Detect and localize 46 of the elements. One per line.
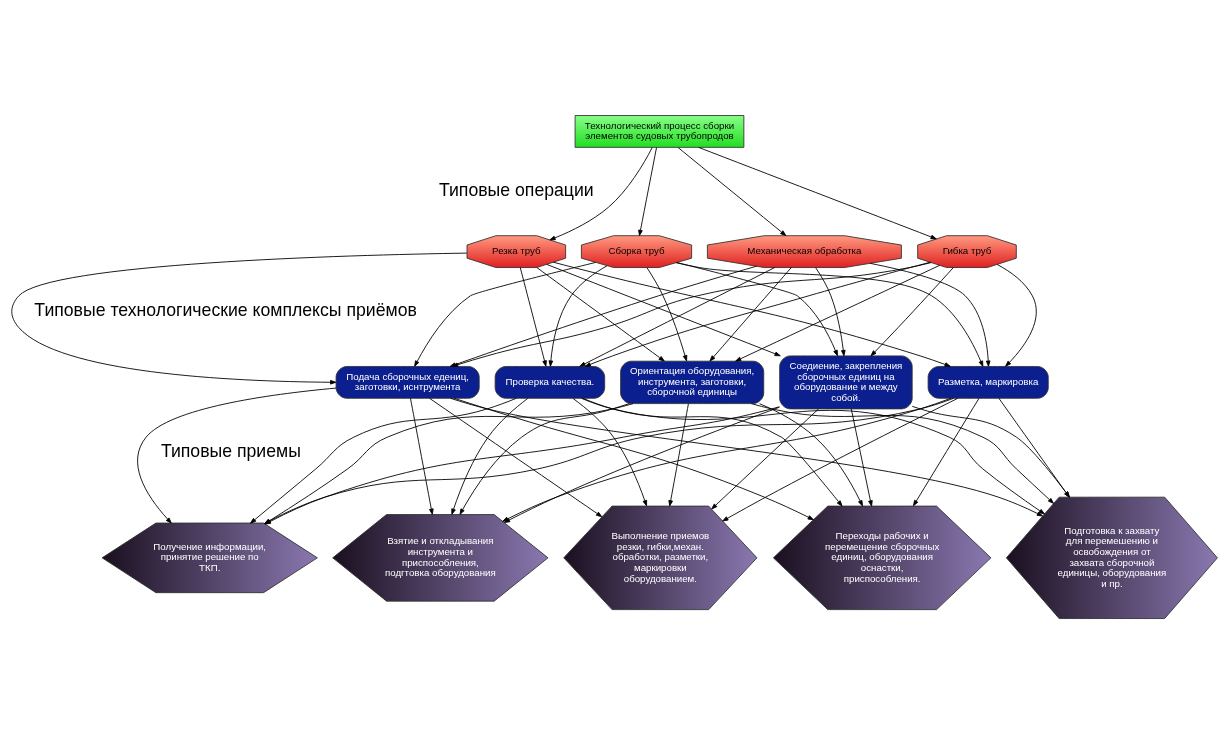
arrow bbox=[722, 397, 959, 521]
arrow bbox=[677, 146, 787, 236]
arrow bbox=[668, 402, 689, 506]
arrow bbox=[698, 146, 937, 239]
arrow bbox=[870, 266, 954, 356]
arrow bbox=[638, 146, 657, 236]
label: Типовые технологические комплексы приёмов bbox=[34, 299, 417, 320]
arrow bbox=[675, 261, 984, 367]
label: Типовые приемы bbox=[160, 441, 301, 461]
arrow bbox=[450, 397, 1043, 516]
arrow bbox=[709, 266, 792, 361]
arrow bbox=[519, 266, 547, 367]
arrow bbox=[548, 264, 608, 367]
arrow bbox=[11, 252, 468, 385]
arrow bbox=[676, 261, 838, 356]
arrow bbox=[998, 397, 1070, 498]
arrow bbox=[546, 263, 781, 356]
arrow bbox=[750, 402, 1054, 504]
arrow bbox=[911, 405, 1070, 497]
node-box: Разметка, маркировка bbox=[927, 365, 1049, 399]
arrow bbox=[581, 397, 1045, 514]
arrow bbox=[913, 397, 980, 506]
arrow bbox=[410, 397, 434, 515]
arrow bbox=[759, 402, 863, 506]
arrow bbox=[137, 387, 337, 524]
arrow bbox=[429, 397, 603, 517]
arrow bbox=[536, 266, 665, 361]
arrow bbox=[582, 397, 843, 506]
arrow bbox=[646, 266, 688, 361]
arrow bbox=[815, 266, 846, 356]
node-box: Подача сборочных едениц, заготовки, иснтрумента bbox=[335, 365, 480, 399]
node-box: Технологический процесс сборки элементов судовых трубопродов bbox=[574, 114, 745, 148]
node-box: Проверка качества. bbox=[494, 365, 606, 399]
arrow bbox=[579, 266, 776, 367]
arrow bbox=[549, 146, 653, 240]
arrow bbox=[572, 397, 648, 506]
arrow bbox=[451, 397, 529, 515]
arrow bbox=[850, 407, 873, 507]
arrow bbox=[869, 262, 991, 367]
arrow bbox=[459, 402, 630, 515]
node-box: Соедиение, закрепления сборочных единиц на оборудование и между собой. bbox=[779, 354, 913, 409]
label: Типовые операции bbox=[438, 179, 594, 200]
arrow bbox=[996, 263, 1037, 367]
arrow bbox=[711, 407, 819, 509]
arrow bbox=[735, 264, 941, 362]
node-box: Ориентация оборудования, инструмента, заготовки, сборочной единицы bbox=[620, 360, 765, 404]
